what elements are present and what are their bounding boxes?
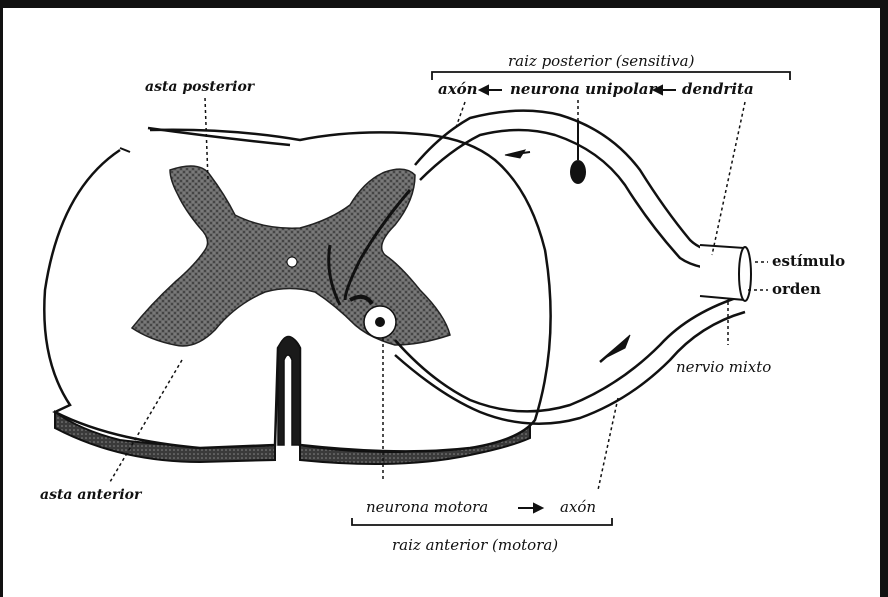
- label-axon-top: axón: [438, 82, 478, 97]
- label-asta-posterior: asta posterior: [145, 80, 254, 94]
- label-orden: orden: [772, 282, 821, 297]
- label-neurona-unipolar: neurona unipolar: [510, 82, 656, 97]
- label-nervio-mixto: nervio mixto: [676, 360, 771, 375]
- label-raiz-anterior: raiz anterior (motora): [392, 538, 558, 553]
- central-canal: [287, 257, 297, 267]
- label-raiz-posterior: raiz posterior (sensitiva): [508, 54, 694, 69]
- label-dendrita: dendrita: [682, 82, 754, 97]
- label-neurona-motora: neurona motora: [366, 500, 488, 515]
- label-axon-bottom: axón: [560, 500, 596, 515]
- label-asta-anterior: asta anterior: [40, 488, 141, 502]
- unipolar-neuron: [570, 120, 586, 184]
- label-estimulo: estímulo: [772, 254, 845, 269]
- mixed-nerve-end: [700, 245, 751, 301]
